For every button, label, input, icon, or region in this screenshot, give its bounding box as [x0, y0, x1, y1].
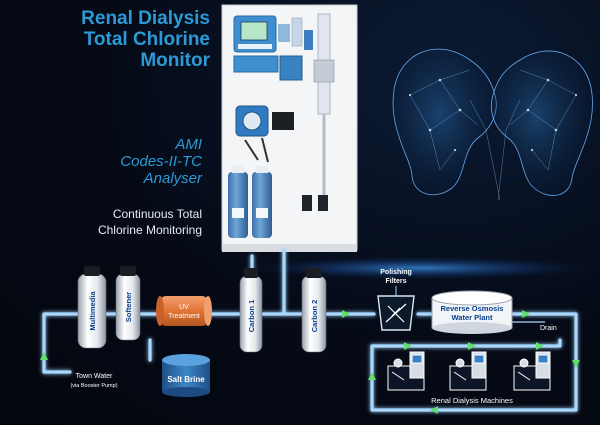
salt-brine-label: Salt Brine	[167, 375, 205, 384]
analyser-line-1: AMI	[175, 136, 202, 153]
carbon-2-label: Carbon 2	[310, 300, 319, 333]
ro-label-line-2: Water Plant	[452, 313, 493, 322]
monitoring-caption: Continuous Total Chlorine Monitoring	[2, 206, 202, 238]
uv-label-line-2: Treatment	[168, 313, 200, 320]
reverse-osmosis-plant: Reverse Osmosis Water Plant	[431, 290, 513, 334]
multimedia-label: Multimedia	[88, 291, 97, 331]
carbon-1-label: Carbon 1	[247, 300, 256, 333]
town-water-label-line-1: Town Water	[76, 373, 113, 380]
analyser-line-3: Analyser	[143, 170, 202, 187]
main-title-line-2: Total Chlorine	[83, 29, 210, 50]
kidneys-illustration	[392, 48, 593, 201]
main-title-line-1: Renal Dialysis	[81, 8, 210, 29]
left-kidney	[392, 48, 497, 196]
monitoring-line-1: Continuous Total	[112, 207, 202, 221]
polishing-glow	[240, 256, 600, 280]
softener-unit: Softener	[115, 266, 141, 341]
dialysis-machine-3	[513, 351, 551, 391]
dialysis-machine-2	[449, 351, 487, 391]
uv-treatment: UV Treatment	[156, 296, 212, 326]
dialysis-machine-1	[387, 351, 425, 391]
salt-brine-tank: Salt Brine	[162, 354, 210, 397]
flow-arrows	[40, 310, 580, 414]
transmitter-display	[240, 21, 268, 41]
drain-label: Drain	[540, 325, 557, 332]
softener-label: Softener	[124, 292, 133, 323]
polishing-filters: Polishing Filters	[377, 269, 415, 331]
uv-label-line-1: UV	[179, 304, 189, 311]
filter-symbol-icon	[385, 303, 407, 323]
main-title: Renal Dialysis Total Chlorine Monitor	[0, 8, 210, 71]
ro-label-line-1: Reverse Osmosis	[441, 304, 504, 313]
analyser-panel	[221, 4, 358, 252]
analyser-title: AMI Codes-II-TC Analyser	[22, 136, 202, 187]
carbon-1-filter: Carbon 1	[239, 268, 263, 353]
polishing-label-line-1: Polishing	[380, 269, 412, 276]
town-water-label-line-2: (via Booster Pump)	[70, 383, 117, 389]
right-kidney	[491, 50, 593, 196]
reagent-bottle-right	[252, 172, 272, 238]
polishing-label-line-2: Filters	[385, 278, 406, 285]
dialysis-machines-label: Renal Dialysis Machines	[431, 396, 513, 405]
multimedia-filter: Multimedia	[77, 266, 107, 349]
main-title-line-3: Monitor	[140, 50, 210, 71]
monitoring-line-2: Chlorine Monitoring	[97, 223, 202, 237]
analyser-line-2: Codes-II-TC	[120, 153, 202, 170]
carbon-2-filter: Carbon 2	[301, 268, 327, 353]
reagent-bottle-left	[228, 172, 248, 238]
